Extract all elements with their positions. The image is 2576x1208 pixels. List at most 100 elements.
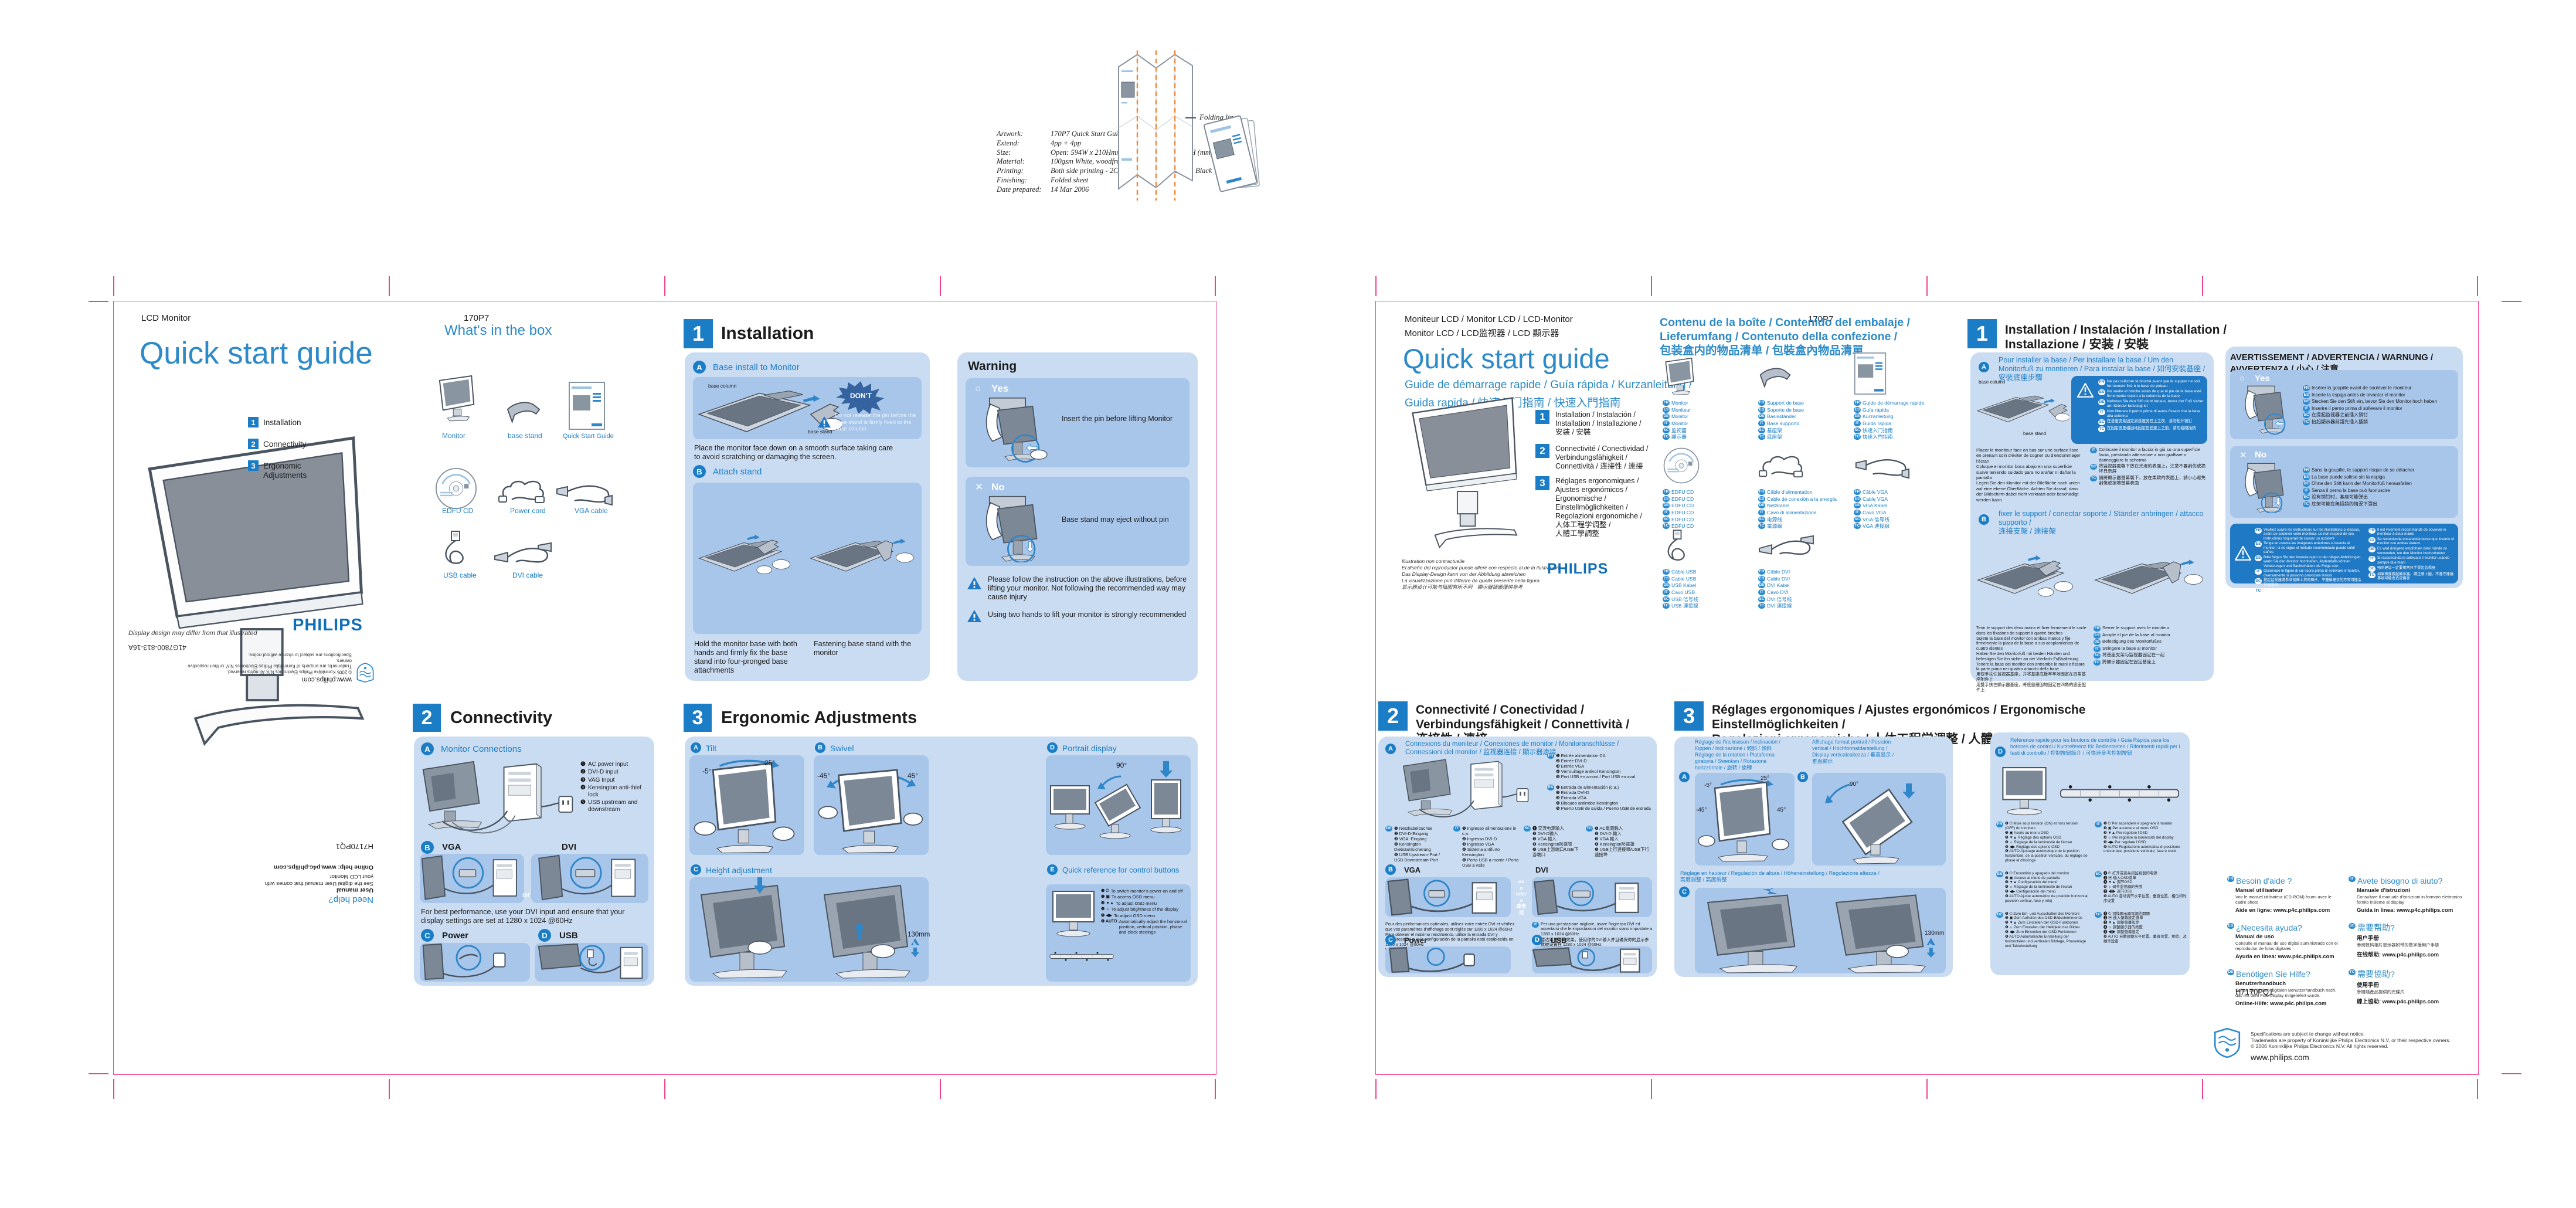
port-number: ❸ — [580, 776, 586, 783]
language-badge: DE — [2227, 969, 2234, 976]
control-list: IT ❶ ⏻ Per accendere e spegnere il monit… — [2095, 822, 2187, 863]
port-number: ❹ — [580, 784, 586, 791]
dvi-connection-illustration — [538, 854, 636, 901]
no-caption: Base stand may eject without pin — [1062, 515, 1169, 524]
language-badge: TC — [1663, 523, 1670, 530]
tilt-box: 25° -5° — [689, 755, 804, 855]
button-text: To switch monitor's power on and off — [1110, 888, 1183, 894]
step-d-badge: D — [1047, 742, 1058, 753]
yes-label: Yes — [2255, 374, 2270, 384]
box-item-text: Guía rápida — [1863, 406, 1889, 413]
language-badge: TC — [1854, 434, 1861, 440]
monitor-front-icon — [1052, 891, 1095, 937]
language-badge: ES — [1758, 496, 1765, 502]
usb-connection-illustration — [538, 943, 643, 979]
base-stand-label: base stand — [808, 429, 832, 435]
ergonomic-panel: A Tilt 25° -5° B Swivel — [685, 737, 1198, 986]
dvi-connection-illustration — [1534, 879, 1639, 915]
connect-a-label: Connexions du moniteur / Conexiones de m… — [1405, 741, 1619, 756]
usb-cable-item-icon — [445, 531, 464, 564]
language-badge: ES — [2303, 392, 2310, 398]
language-badge: SC — [1854, 516, 1861, 522]
crop-mark — [113, 276, 114, 296]
step-1-number: 1 — [1535, 410, 1549, 424]
control-button-item: ❶ ⏻To switch monitor's power on and off — [1101, 888, 1188, 894]
pin-warning-text: 在固定底座穩固地固定在底座上之前，請勿鬆開插銷 — [2107, 426, 2196, 430]
language-badge: DE — [1758, 503, 1765, 509]
control-reference-panel: D Référence rapide pour les boutons de c… — [1990, 732, 2190, 975]
step-c-badge: C — [421, 929, 434, 942]
help-body: 参阅数码相片显示器附带的数字版用户手册 — [2357, 942, 2439, 948]
control-list: DE ❶ ⏻ Zum Ein- und Ausschalten des Moni… — [1996, 911, 2089, 949]
help-body: Consulte el manual de uso digital sumini… — [2235, 941, 2338, 952]
step-b-badge: B — [1797, 772, 1808, 782]
control-list: FR ❶ ⏻ Mise sous tension (ON) et hors te… — [1996, 822, 2089, 863]
box-item-text: Cavo DVI — [1767, 589, 1789, 595]
control-reference-label: Référence rapide pour les boutons de con… — [2010, 737, 2180, 756]
height-label: Height adjustment — [706, 866, 772, 875]
language-badge: IT — [2303, 405, 2310, 412]
control-lists-grid: FR ❶ ⏻ Mise sous tension (ON) et hors te… — [1996, 822, 2187, 949]
language-badge: SC — [2090, 464, 2097, 470]
port-list-text: ❶ Entrée alimentation CA ❷ Entrée DVI-D … — [1556, 753, 1636, 779]
legal-lines: © 2005 Koninklijke Philips Electronics N… — [188, 652, 352, 675]
height-adjust-box: 130mm — [1695, 886, 1946, 973]
pin-warning-text: No suelte el broche antes de que el pie … — [2107, 389, 2201, 398]
port-list-tc: TC ❶ AC電源輸入 ❷ DVI-D 輸入 ❸ VGA 輸入 ❹ Kensin… — [1586, 826, 1653, 857]
edfu-cd-item-icon — [1663, 447, 1700, 484]
caption-text: Acople el pie de la base al monitor — [2102, 632, 2171, 637]
height-adjust-box: 130mm — [689, 876, 930, 982]
folded-booklet-icon — [1203, 115, 1260, 192]
box-item-text: VGA 連接線 — [1863, 523, 1889, 530]
step-1-label: Installation — [263, 418, 301, 427]
box-item-text: Cable USB — [1671, 575, 1697, 582]
fasten-stand-illustration — [809, 538, 914, 572]
portrait-rotation-illustration — [1050, 761, 1182, 839]
section-1-title: Installation / Instalación / Installatio… — [2005, 323, 2227, 351]
warning-panel: AVERTISSEMENT / ADVERTENCIA / WARNUNG / … — [2225, 347, 2463, 594]
crop-mark — [2477, 276, 2478, 296]
caption-text: Ohne den Stift kann der Monitorfuß herau… — [2312, 481, 2412, 486]
height-label: Réglage en hauteur / Regulación de altur… — [1680, 870, 1880, 883]
crop-mark — [2477, 1079, 2478, 1099]
help-link: Aide en ligne: www.p4c.philips.com — [2235, 907, 2330, 914]
height-value: 130mm — [908, 931, 930, 938]
box-item-text: Cable VGA — [1863, 496, 1888, 502]
language-badge: SC — [2303, 412, 2310, 418]
box-item-text: Cavo USB — [1671, 589, 1695, 595]
crop-mark — [2502, 1073, 2521, 1074]
control-list: SC ❶ ⏻ 打开或者关闭监视器的电源 ❷ ▣ 输入OSD菜单 ❸ ▼▲ 调节O… — [2095, 871, 2187, 904]
no-label: No — [2255, 450, 2266, 460]
language-badge: TC — [2255, 588, 2262, 594]
tilt-illustration — [694, 759, 795, 854]
swivel-min-angle: -45° — [817, 772, 831, 780]
fold-mark — [1926, 276, 1928, 296]
height-value: 130mm — [1925, 930, 1945, 936]
tilt-swivel-box: 25° -5° -45° 45° — [1695, 773, 1795, 866]
vga-label: VGA — [1404, 866, 1421, 874]
language-badge: SC — [2095, 871, 2102, 877]
warning-yes-box: ○ Yes Insert the pin before lifting Moni… — [966, 378, 1190, 467]
port-text: AC power input — [587, 761, 628, 768]
control-list-text: ❶ ⏻ Mise sous tension (ON) et hors tensi… — [2005, 822, 2088, 863]
fold-mark — [664, 1079, 665, 1099]
language-badge: IT — [1453, 826, 1460, 832]
